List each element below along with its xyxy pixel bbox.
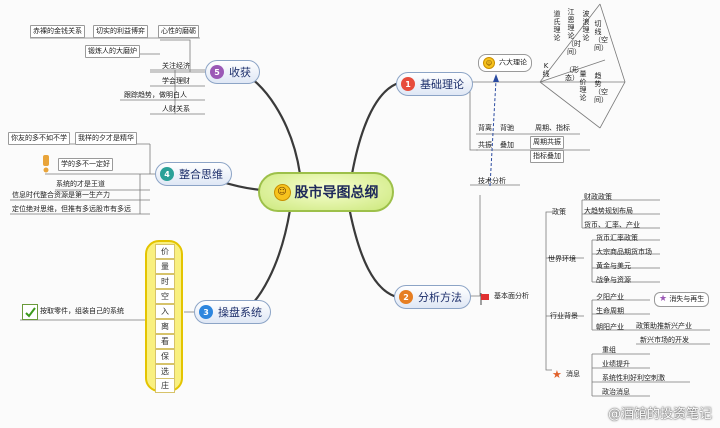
node-world[interactable]: 世界环境 bbox=[548, 255, 576, 263]
exclamation-icon bbox=[40, 155, 52, 173]
six-theories-label: 六大理论 bbox=[499, 58, 527, 67]
smiley-icon: ☺ bbox=[273, 183, 291, 201]
fan-text-1[interactable]: 江恩理论（时间） bbox=[567, 8, 581, 56]
fan-text-2[interactable]: 波浪理论 bbox=[582, 10, 590, 42]
node-operate-note[interactable]: 按取零件，组装自己的系统 bbox=[40, 307, 124, 315]
news-star-icon: ★ bbox=[552, 368, 562, 381]
branch-label-theory: 基础理论 bbox=[420, 78, 464, 91]
fan-text-3[interactable]: K线 bbox=[542, 62, 550, 78]
star-note-label: 消失与再生 bbox=[669, 295, 705, 303]
number-badge-icon: 2 bbox=[399, 290, 413, 304]
pill-select[interactable]: 选 bbox=[155, 364, 175, 379]
node-integrate-1[interactable]: 我样的夕才是精华 bbox=[75, 132, 137, 145]
node-resonance[interactable]: 共振 bbox=[478, 141, 492, 149]
node-integrate-0[interactable]: 你友的多不如不学 bbox=[8, 132, 70, 145]
branch-line-harvest bbox=[238, 70, 302, 176]
pill-enter[interactable]: 入 bbox=[155, 304, 175, 319]
node-chi[interactable]: 背驰 bbox=[500, 124, 514, 132]
pill-time[interactable]: 时 bbox=[155, 274, 175, 289]
branch-label-harvest: 收获 bbox=[229, 66, 251, 79]
node-harvest-1[interactable]: 切实的利益博弈 bbox=[93, 25, 148, 38]
node-new-market[interactable]: 新兴市场的开发 bbox=[640, 336, 689, 344]
node-harvest-2[interactable]: 心性的磨砺 bbox=[158, 25, 199, 38]
node-harvest-6[interactable]: 跟踪趋势，做明白人 bbox=[124, 91, 187, 99]
node-divergence[interactable]: 背离 bbox=[478, 124, 492, 132]
node-integrate-3[interactable]: 系统的才是王道 bbox=[56, 180, 105, 188]
node-overlay[interactable]: 叠加 bbox=[500, 141, 514, 149]
branch-line-operate bbox=[244, 208, 292, 312]
fan-text-7[interactable]: 趋势（空间） bbox=[594, 72, 608, 104]
node-policy-support[interactable]: 政策助推新兴产业 bbox=[636, 322, 692, 330]
node-harvest-3[interactable]: 锻炼人的大磨炉 bbox=[85, 45, 140, 58]
number-badge-icon: 3 bbox=[199, 305, 213, 319]
smiley-icon: ☺ bbox=[483, 57, 495, 69]
node-world-3[interactable]: 战争与资源 bbox=[596, 276, 631, 284]
node-policy-2[interactable]: 货币、汇率、产业 bbox=[584, 221, 640, 229]
operate-elements-box: 价 量 时 空 入 离 看 保 选 庄 bbox=[145, 240, 183, 393]
dashed-arrow bbox=[489, 79, 497, 187]
branch-topic-theory[interactable]: 1 基础理论 bbox=[396, 72, 473, 96]
number-badge-icon: 1 bbox=[401, 77, 415, 91]
branch-topic-integrate[interactable]: 4 整合思维 bbox=[155, 162, 232, 186]
central-topic-label: 股市导图总纲 bbox=[294, 185, 379, 201]
node-cycle-indicator[interactable]: 周期、指标 bbox=[535, 124, 570, 132]
node-harvest-7[interactable]: 人财关系 bbox=[162, 105, 190, 113]
node-news[interactable]: 消息 bbox=[566, 370, 580, 378]
branch-topic-harvest[interactable]: 5 收获 bbox=[205, 60, 260, 84]
node-six-theories[interactable]: ☺ 六大理论 bbox=[478, 54, 532, 72]
pill-protect[interactable]: 保 bbox=[155, 349, 175, 364]
node-harvest-4[interactable]: 关注经济 bbox=[162, 62, 190, 70]
star-icon: ★ bbox=[659, 294, 668, 304]
fan-text-0[interactable]: 道氏理论 bbox=[553, 10, 561, 42]
fan-text-6[interactable]: 切线（空间） bbox=[594, 20, 608, 52]
node-integrate-5[interactable]: 定位绝对思维，但推有多远股市有多远 bbox=[12, 205, 131, 213]
node-industry-0[interactable]: 夕阳产业 bbox=[596, 293, 624, 301]
node-news-3[interactable]: 政治消息 bbox=[602, 388, 630, 396]
node-harvest-0[interactable]: 赤裸的金钱关系 bbox=[30, 25, 85, 38]
node-news-0[interactable]: 重组 bbox=[602, 346, 616, 354]
pill-dealer[interactable]: 庄 bbox=[155, 378, 175, 393]
central-topic[interactable]: ☺ 股市导图总纲 bbox=[258, 172, 394, 212]
node-integrate-2[interactable]: 学的多不一定好 bbox=[58, 158, 113, 171]
node-industry[interactable]: 行业背景 bbox=[550, 312, 578, 320]
branch-line-theory bbox=[350, 82, 398, 176]
flag-icon bbox=[480, 290, 490, 305]
node-policy-0[interactable]: 财政政策 bbox=[584, 193, 612, 201]
node-technical-analysis[interactable]: 技术分析 bbox=[478, 177, 506, 185]
node-disappear-reborn[interactable]: ★ 消失与再生 bbox=[654, 292, 710, 307]
node-cycle-resonance[interactable]: 周期共振 bbox=[530, 136, 564, 149]
node-industry-2[interactable]: 朝阳产业 bbox=[596, 323, 624, 331]
checkbox-icon bbox=[22, 304, 38, 320]
pill-space[interactable]: 空 bbox=[155, 289, 175, 304]
node-integrate-4[interactable]: 信息时代整合资源是第一生产力 bbox=[12, 191, 110, 199]
node-world-1[interactable]: 大宗商品期货市场 bbox=[596, 248, 652, 256]
pill-price[interactable]: 价 bbox=[155, 244, 175, 259]
pill-exit[interactable]: 离 bbox=[155, 319, 175, 334]
node-news-1[interactable]: 业绩提升 bbox=[602, 360, 630, 368]
fan-text-4[interactable]: （形态） bbox=[565, 66, 579, 82]
node-news-2[interactable]: 系统性利好利空刺激 bbox=[602, 374, 665, 382]
node-policy[interactable]: 政策 bbox=[552, 208, 566, 216]
number-badge-icon: 4 bbox=[160, 167, 174, 181]
node-world-0[interactable]: 货币汇率政策 bbox=[596, 234, 638, 242]
branch-label-analysis: 分析方法 bbox=[418, 291, 462, 304]
pill-volume[interactable]: 量 bbox=[155, 259, 175, 274]
node-fundamental[interactable]: 基本面分析 bbox=[494, 292, 529, 300]
node-policy-1[interactable]: 大趋势规划布局 bbox=[584, 207, 633, 215]
branch-label-integrate: 整合思维 bbox=[179, 168, 223, 181]
fan-text-5[interactable]: 量价理论 bbox=[579, 70, 587, 102]
number-badge-icon: 5 bbox=[210, 65, 224, 79]
watermark: @酒馆的投资笔记 bbox=[607, 407, 712, 422]
branch-line-analysis bbox=[348, 210, 396, 298]
node-world-2[interactable]: 黄金与美元 bbox=[596, 262, 631, 270]
node-industry-1[interactable]: 生命周期 bbox=[596, 307, 624, 315]
node-indicator-overlay[interactable]: 指标叠加 bbox=[530, 150, 564, 163]
branch-label-operate: 操盘系统 bbox=[218, 306, 262, 319]
branch-topic-analysis[interactable]: 2 分析方法 bbox=[394, 285, 471, 309]
node-harvest-5[interactable]: 学会理财 bbox=[162, 77, 190, 85]
branch-topic-operate[interactable]: 3 操盘系统 bbox=[194, 300, 271, 324]
pill-watch[interactable]: 看 bbox=[155, 334, 175, 349]
